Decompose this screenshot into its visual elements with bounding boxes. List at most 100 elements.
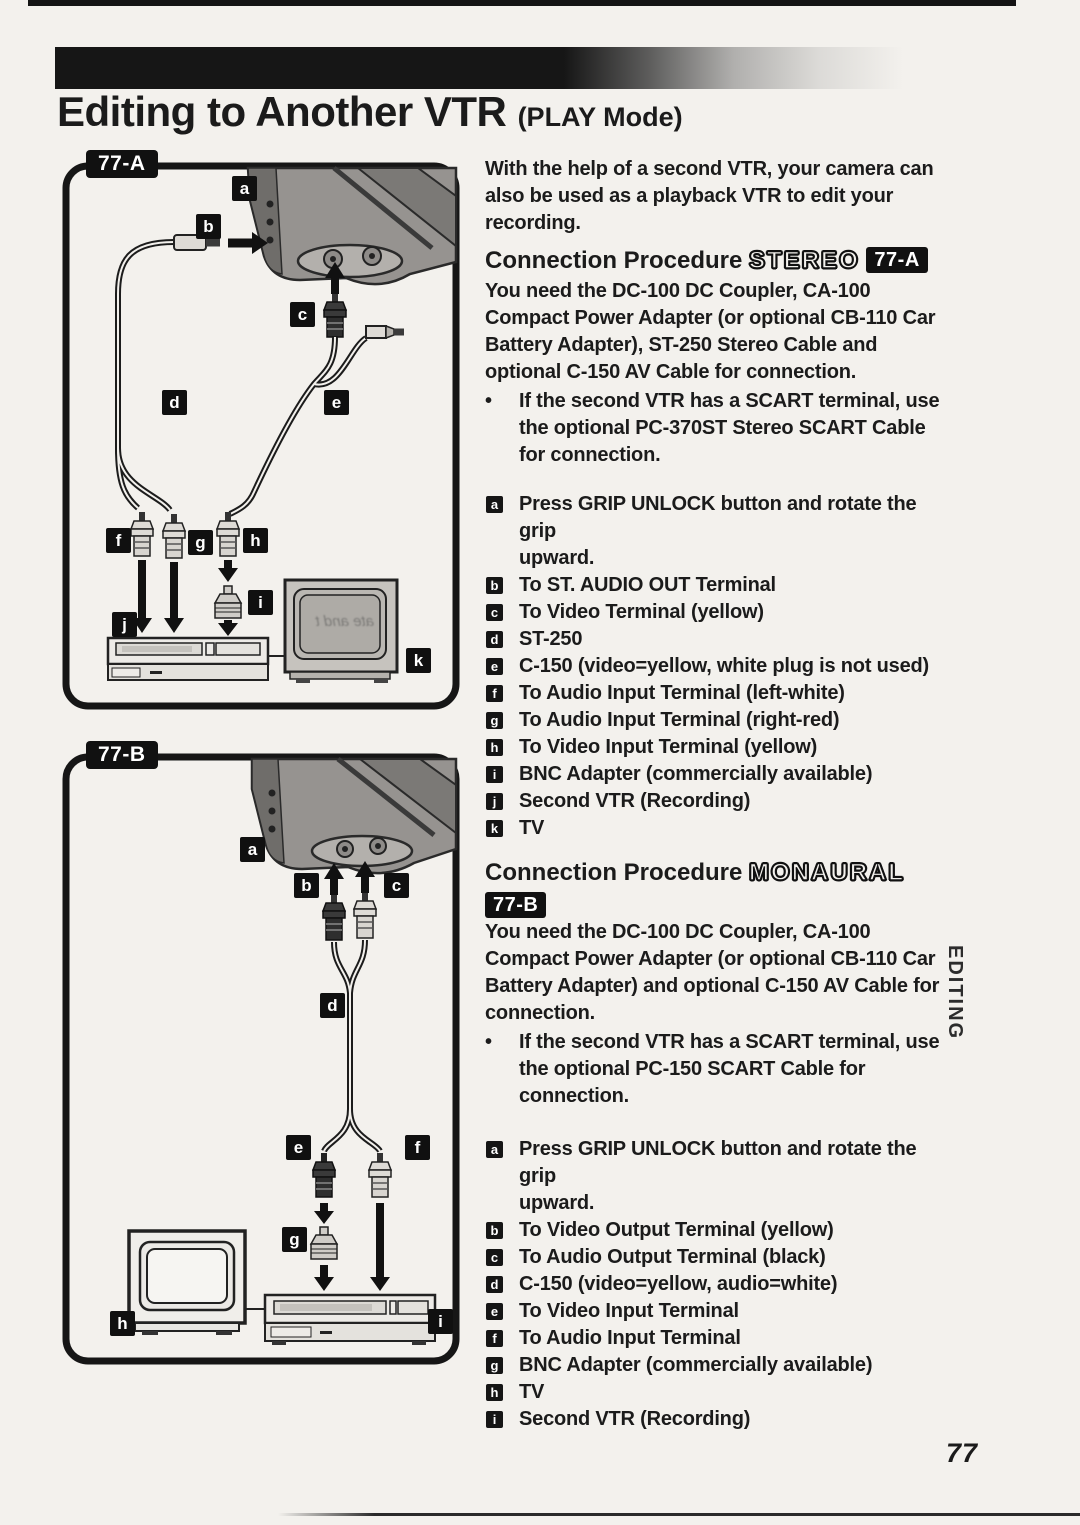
procedure-step: h To Video Input Terminal (yellow) [485,734,947,761]
step-text: BNC Adapter (commercially available) [519,1354,873,1376]
figure-label-i: i [428,1309,453,1334]
procedure-step: f To Audio Input Terminal [485,1325,947,1352]
stereo-heading: Connection Procedure STEREO 77-A [485,246,947,276]
page-title-mode: (PLAY Mode) [517,102,683,132]
section-side-tab: EDITING [944,945,966,1041]
step-text: To Audio Input Terminal [519,1327,741,1349]
figure-label-a: a [232,176,257,201]
page-number: 77 [946,1438,979,1468]
step-key-badge: a [486,496,503,513]
procedure-step: d ST-250 [485,626,947,653]
terminal-panel [310,834,414,868]
step-key-badge: i [486,766,503,783]
bullet-dot: • [485,1031,493,1053]
procedure-step: j Second VTR (Recording) [485,788,947,815]
figure-label-d: d [320,993,345,1018]
figure-77a: ate and t 77-A a b c d e f g h i j k [62,150,460,710]
monaural-body: You need the DC-100 DC Coupler, CA-100 C… [485,921,940,1024]
monaural-note: • If the second VTR has a SCART terminal… [485,1029,947,1110]
page-title-main: Editing to Another VTR [57,88,507,135]
bullet-dot: • [485,390,493,412]
procedure-step: h TV [485,1379,947,1406]
figure-77a-illustration: ate and t [62,162,460,710]
procedure-step: g BNC Adapter (commercially available) [485,1352,947,1379]
step-text: To Video Input Terminal [519,1300,739,1322]
procedure-step: i Second VTR (Recording) [485,1406,947,1433]
procedure-step: e To Video Input Terminal [485,1298,947,1325]
procedure-step: b To ST. AUDIO OUT Terminal [485,572,947,599]
step-text: C-150 (video=yellow, audio=white) [519,1273,838,1295]
step-key-badge: e [486,1303,503,1320]
monaural-heading: Connection Procedure MONAURAL [485,858,947,888]
stereo-figure-badge: 77-A [866,247,928,273]
text-column: With the help of a second VTR, your came… [485,156,947,1433]
figure-label-a: a [240,837,265,862]
figure-label-e: e [324,390,349,415]
step-key-badge: h [486,739,503,756]
step-key-badge: h [486,1384,503,1401]
bleed-through-text: ate and t [315,613,374,630]
av-cable-sketch [321,939,383,1153]
step-key-badge: g [486,712,503,729]
figure-77b-badge: 77-B [86,741,158,769]
figure-77a-badge: 77-A [86,150,158,178]
step-key-badge: k [486,820,503,837]
step-key-badge: f [486,1330,503,1347]
down-arrows [314,1203,390,1291]
monaural-procedure-list: a Press GRIP UNLOCK button and rotate th… [485,1136,947,1433]
step-text: Second VTR (Recording) [519,790,751,812]
step-key-badge: b [486,1222,503,1239]
input-plugs-sketch [311,1153,393,1198]
step-key-badge: c [486,604,503,621]
figure-label-e: e [286,1135,311,1160]
figure-77b: 77-B a b c d e f g h i [62,741,460,1365]
step-key-badge: c [486,1249,503,1266]
figure-label-c: c [290,302,315,327]
monaural-heading-text: Connection Procedure [485,859,743,886]
audio-plugs-sketch [129,512,241,559]
vtr-sketch [106,636,285,681]
step-text: Press GRIP UNLOCK button and rotate the … [519,1138,917,1214]
figure-label-h: h [110,1311,135,1336]
tv-sketch: ate and t [283,578,399,683]
step-text: ST-250 [519,628,583,650]
stereo-heading-text: Connection Procedure [485,247,743,274]
step-text: TV [519,817,545,839]
page-bottom-rule [278,1513,1080,1516]
step-key-badge: i [486,1411,503,1428]
camcorder-sketch [246,166,458,286]
figure-77b-border [62,753,460,1365]
figure-label-g: g [188,530,213,555]
step-text: To Video Terminal (yellow) [519,601,764,623]
page-top-edge-line [28,0,1016,6]
procedure-step: b To Video Output Terminal (yellow) [485,1217,947,1244]
down-arrows [132,560,238,636]
procedure-step: a Press GRIP UNLOCK button and rotate th… [485,1136,947,1217]
arrow-up [325,262,345,294]
step-text: To Video Input Terminal (yellow) [519,736,818,758]
vtr-sketch [245,1293,437,1345]
procedure-step: g To Audio Input Terminal (right-red) [485,707,947,734]
figure-77a-border [62,162,460,710]
figure-label-b: b [196,214,221,239]
camcorder-sketch [250,757,458,875]
step-key-badge: f [486,685,503,702]
step-key-badge: e [486,658,503,675]
step-text: TV [519,1381,545,1403]
step-text: To Audio Output Terminal (black) [519,1246,826,1268]
procedure-step: k TV [485,815,947,842]
procedure-step: a Press GRIP UNLOCK button and rotate th… [485,491,947,572]
monaural-mode-word: MONAURAL [748,858,906,886]
unused-white-plug [365,325,387,339]
stereo-procedure-list: a Press GRIP UNLOCK button and rotate th… [485,491,947,842]
figure-label-h: h [243,528,268,553]
monaural-figure-badge: 77-B [485,892,547,918]
figure-label-b: b [294,873,319,898]
procedure-step: c To Video Terminal (yellow) [485,599,947,626]
bnc-adapter-sketch [213,585,243,619]
step-key-badge: a [486,1141,503,1158]
monaural-note-text: If the second VTR has a SCART terminal, … [519,1031,940,1107]
figure-label-d: d [162,390,187,415]
up-arrows [324,861,375,895]
